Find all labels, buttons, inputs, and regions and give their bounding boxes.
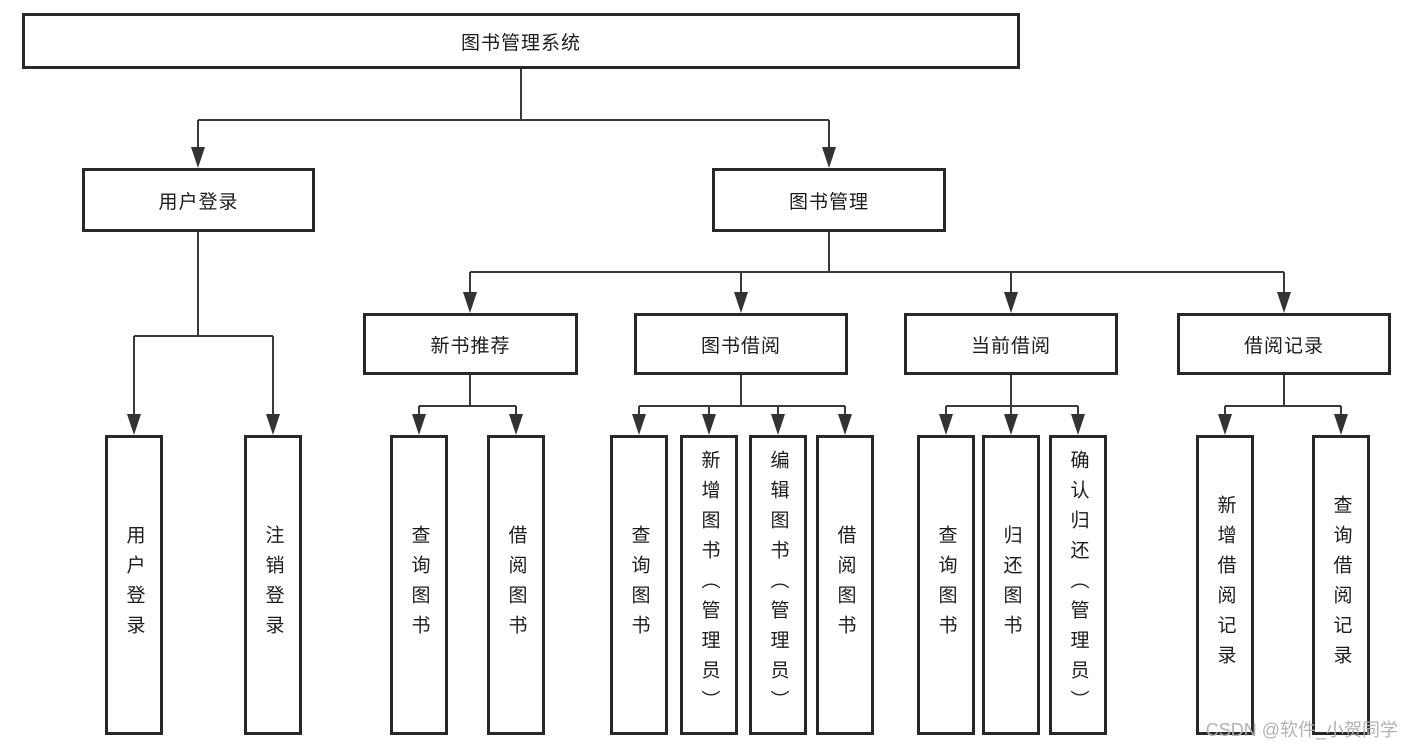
leaf-label: 新增借阅记录 — [1214, 495, 1236, 675]
leaf-label: 新增图书（管理员） — [698, 450, 720, 720]
leaf-return-books: 归还图书 — [982, 435, 1040, 735]
arrow-down-icons — [127, 147, 1348, 435]
leaf-logout: 注销登录 — [244, 435, 302, 735]
node-label: 新书推荐 — [430, 335, 511, 357]
leaf-query-borrow-record: 查询借阅记录 — [1312, 435, 1370, 735]
leaf-query-books-current: 查询图书 — [917, 435, 975, 735]
leaf-label: 归还图书 — [1000, 525, 1022, 645]
leaf-add-borrow-record: 新增借阅记录 — [1196, 435, 1254, 735]
node-new-book-recommendation: 新书推荐 — [363, 313, 578, 375]
leaf-add-books-admin: 新增图书（管理员） — [680, 435, 738, 735]
node-library-system: 图书管理系统 — [22, 13, 1020, 69]
node-borrowing-records: 借阅记录 — [1177, 313, 1391, 375]
leaf-label: 查询借阅记录 — [1330, 495, 1352, 675]
node-label: 图书管理 — [788, 191, 869, 213]
leaf-label: 编辑图书（管理员） — [767, 450, 789, 720]
leaf-query-books-recommend: 查询图书 — [390, 435, 448, 735]
leaf-edit-books-admin: 编辑图书（管理员） — [749, 435, 807, 735]
node-label: 借阅记录 — [1243, 335, 1324, 357]
connector-paths — [133, 69, 1342, 417]
node-current-borrowing: 当前借阅 — [904, 313, 1118, 375]
leaf-label: 查询图书 — [628, 525, 650, 645]
leaf-label: 查询图书 — [935, 525, 957, 645]
leaf-label: 注销登录 — [262, 525, 284, 645]
node-label: 当前借阅 — [970, 335, 1051, 357]
leaf-label: 确认归还（管理员） — [1067, 450, 1089, 720]
node-label: 图书管理系统 — [460, 32, 581, 54]
leaf-label: 用户登录 — [123, 525, 145, 645]
leaf-label: 查询图书 — [408, 525, 430, 645]
node-user-login: 用户登录 — [82, 168, 315, 232]
leaf-confirm-return-admin: 确认归还（管理员） — [1049, 435, 1107, 735]
node-book-management: 图书管理 — [712, 168, 946, 232]
node-label: 用户登录 — [158, 191, 239, 213]
csdn-watermark: CSDN @软件_小贺同学 — [1205, 720, 1398, 740]
node-label: 图书借阅 — [700, 335, 781, 357]
leaf-user-login: 用户登录 — [105, 435, 163, 735]
leaf-borrow-books: 借阅图书 — [816, 435, 874, 735]
node-book-borrowing: 图书借阅 — [634, 313, 848, 375]
leaf-label: 借阅图书 — [505, 525, 527, 645]
leaf-query-books-borrowing: 查询图书 — [610, 435, 668, 735]
leaf-label: 借阅图书 — [834, 525, 856, 645]
leaf-borrow-books-recommend: 借阅图书 — [487, 435, 545, 735]
